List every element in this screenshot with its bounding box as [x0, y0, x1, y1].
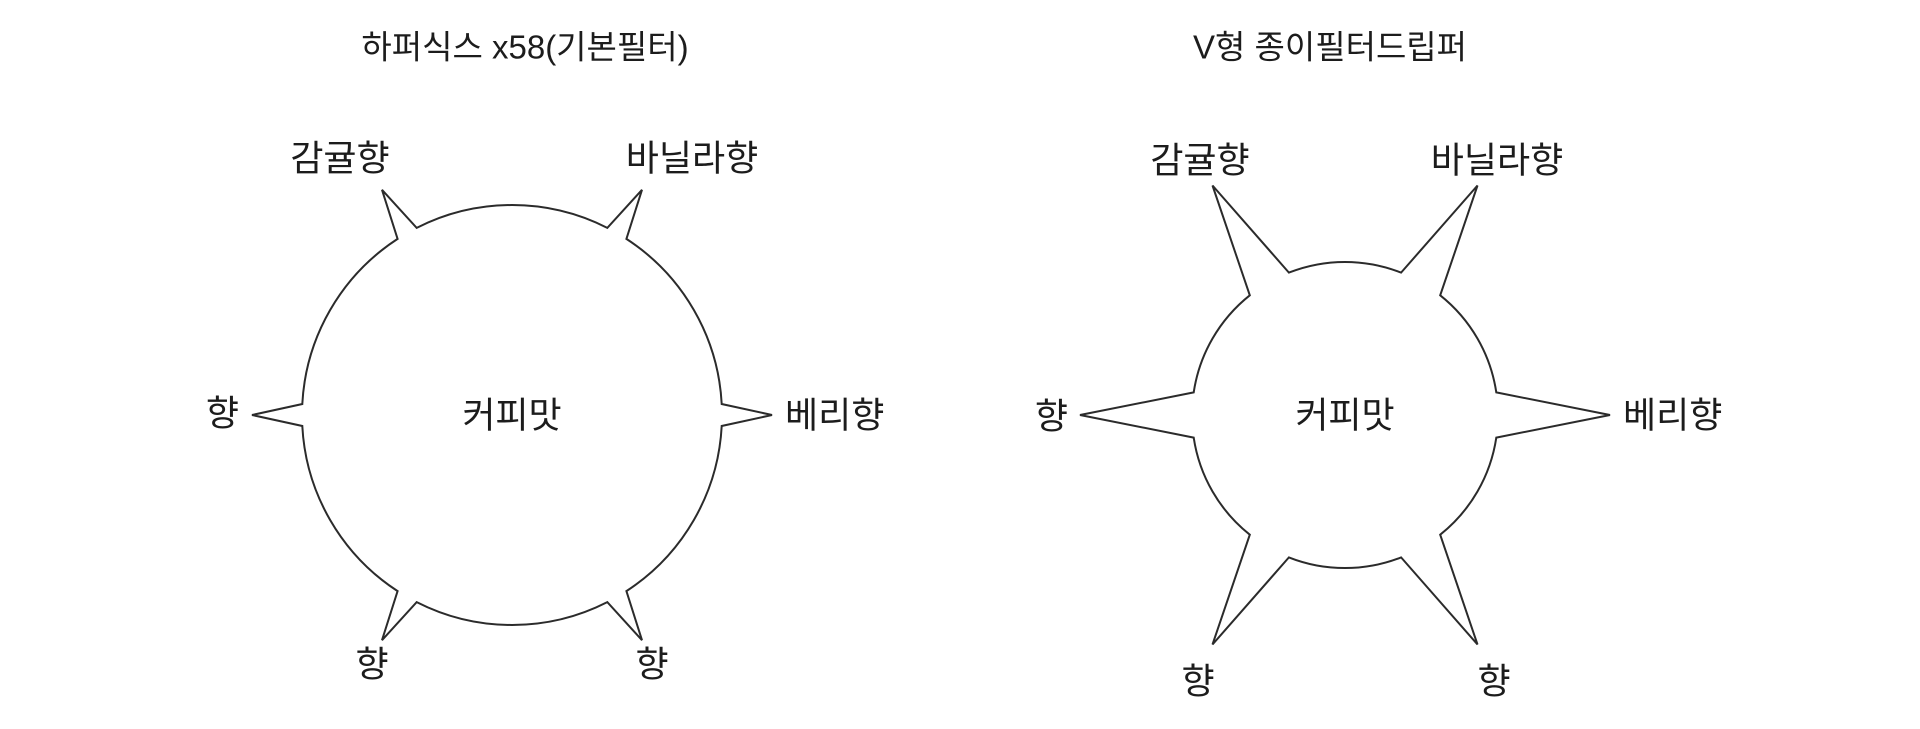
diagram-1-spiked-circle-outline [1079, 184, 1611, 646]
diagram-0-title: 하퍼식스 x58(기본필터) [361, 29, 688, 66]
diagram-0-center-label: 커피맛 [462, 395, 561, 436]
diagram-0-flavor-label-0deg: 베리향 [785, 395, 884, 436]
diagram-1-center-label: 커피맛 [1295, 395, 1394, 436]
diagram-1-flavor-label-180deg: 향 [1035, 396, 1068, 437]
diagram-0-flavor-label-180deg: 향 [206, 393, 239, 434]
diagram-1-flavor-label-120deg: 감귤향 [1150, 140, 1249, 181]
diagram-1-flavor-label-240deg: 향 [1181, 661, 1214, 702]
diagram-0-flavor-label-240deg: 향 [355, 644, 388, 685]
diagram-1-flavor-label-300deg: 향 [1477, 661, 1510, 702]
diagram-1-flavor-label-60deg: 바닐라향 [1431, 140, 1563, 181]
diagram-1-title: V형 종이필터드립퍼 [1193, 29, 1467, 66]
diagram-1-flavor-label-0deg: 베리향 [1623, 395, 1722, 436]
diagram-0-flavor-label-300deg: 향 [635, 644, 668, 685]
diagram-0-flavor-label-120deg: 감귤향 [290, 138, 389, 179]
diagram-0-spiked-circle-outline [251, 189, 773, 641]
diagram-0-flavor-label-60deg: 바닐라향 [626, 138, 758, 179]
